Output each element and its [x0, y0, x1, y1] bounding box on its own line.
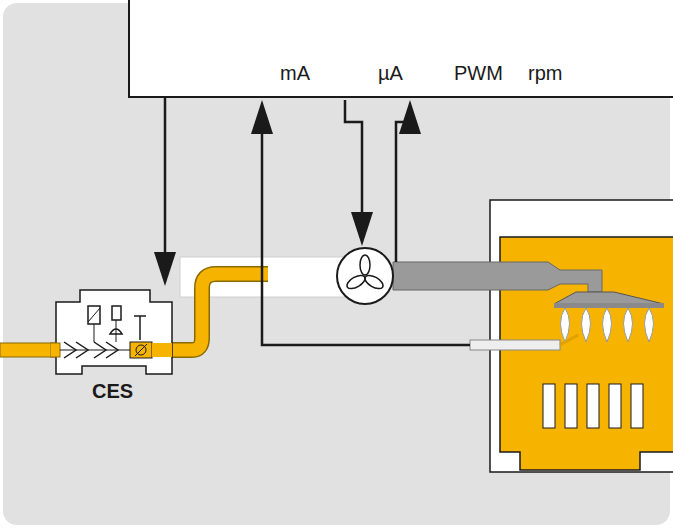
signal-arrow	[154, 98, 176, 286]
signal-name: mA	[280, 62, 310, 84]
valve-label: CES	[92, 380, 133, 402]
valve-symbol	[50, 286, 176, 378]
controller-box: mA µA PWM rpm	[128, 0, 673, 98]
gas-valve-ces: CES	[50, 286, 176, 404]
signal-name: PWM	[454, 62, 503, 84]
signal-name: rpm	[528, 62, 562, 84]
signal-name: µA	[378, 62, 403, 84]
